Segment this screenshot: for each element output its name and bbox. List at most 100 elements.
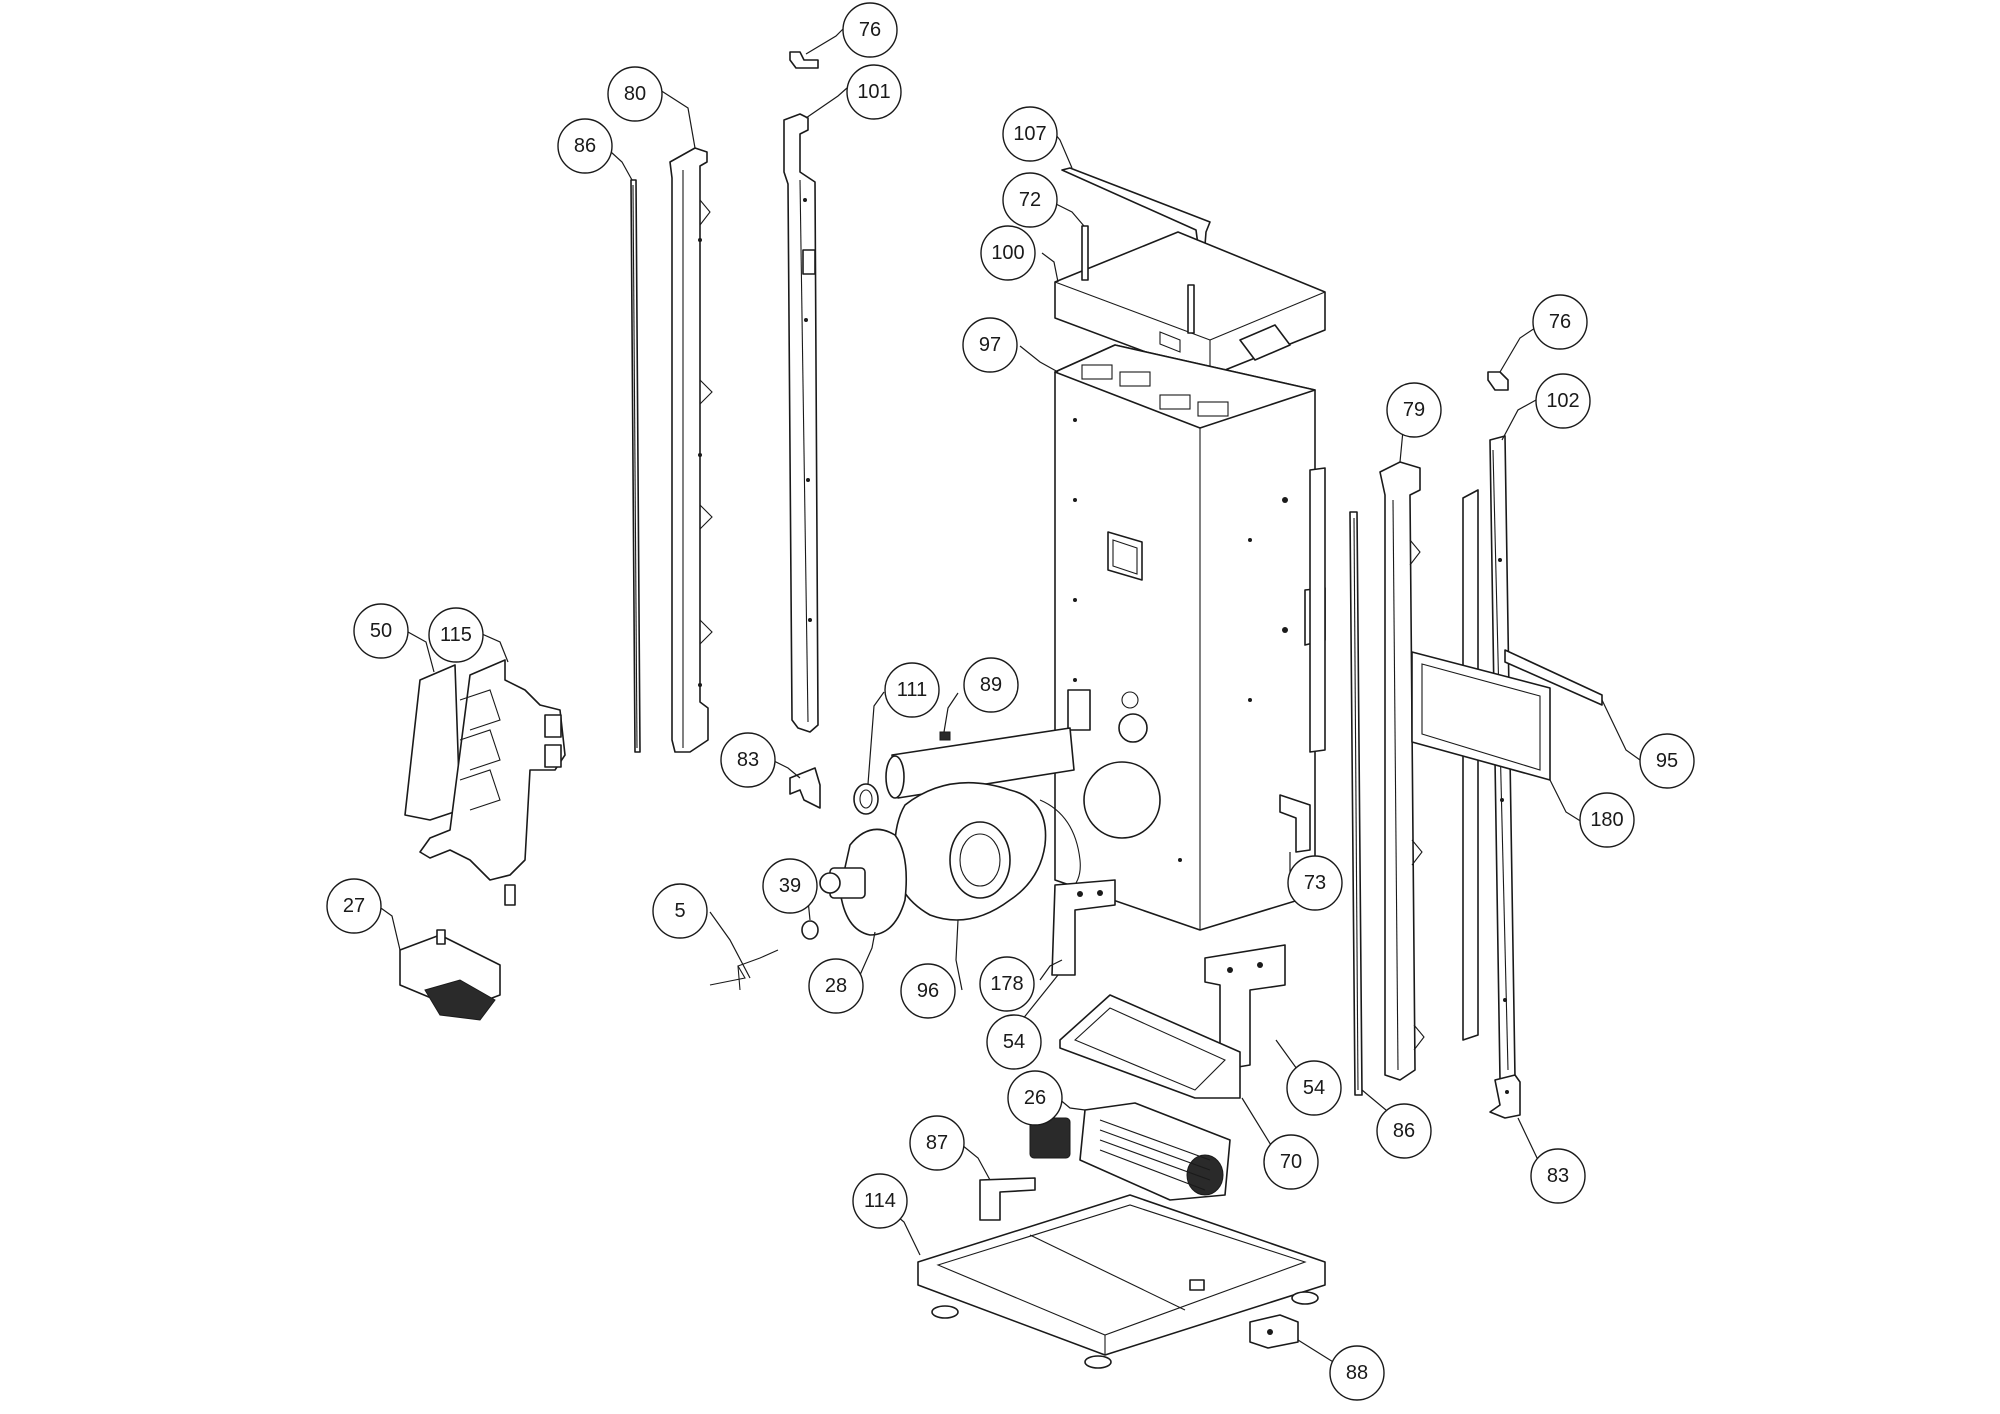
callout-88: 88 [1329, 1345, 1385, 1401]
callout-107: 107 [1002, 106, 1058, 162]
callout-label: 178 [990, 973, 1023, 995]
callout-180: 180 [1579, 792, 1635, 848]
callout-97: 97 [962, 317, 1018, 373]
part-70-tray [1059, 994, 1241, 1099]
part-88-plate [1249, 1314, 1299, 1349]
callout-89: 89 [963, 657, 1019, 713]
callout-102: 102 [1535, 373, 1591, 429]
callout-5: 5 [652, 883, 708, 939]
part-26-blower [1029, 1102, 1231, 1201]
callout-label: 87 [926, 1132, 948, 1154]
part-86-right-rail [1349, 511, 1363, 1096]
callout-label: 54 [1303, 1077, 1325, 1099]
part-111-ring [853, 783, 879, 815]
callout-96: 96 [900, 963, 956, 1019]
part-87-bracket [979, 1177, 1036, 1221]
part-28-motor [819, 828, 908, 936]
callout-label: 96 [917, 980, 939, 1002]
callout-label: 89 [980, 674, 1002, 696]
callout-label: 86 [1393, 1120, 1415, 1142]
part-97-main-cabinet [1054, 344, 1326, 931]
part-96-fan-housing [893, 781, 1081, 921]
callout-label: 28 [825, 975, 847, 997]
callout-label: 180 [1590, 809, 1623, 831]
callout-80: 80 [607, 66, 663, 122]
callout-label: 107 [1013, 123, 1046, 145]
part-83-right-bracket [1489, 1074, 1521, 1119]
callout-70: 70 [1263, 1134, 1319, 1190]
callout-72: 72 [1002, 172, 1058, 228]
callout-39: 39 [762, 858, 818, 914]
callout-label: 27 [343, 895, 365, 917]
callout-label: 88 [1346, 1362, 1368, 1384]
callout-label: 73 [1304, 872, 1326, 894]
part-27-board [399, 929, 501, 1021]
part-54-bracket [1204, 944, 1286, 1071]
part-72-pins [1081, 225, 1195, 334]
callout-100: 100 [980, 225, 1036, 281]
callout-label: 39 [779, 875, 801, 897]
part-86-left-rail [630, 179, 641, 753]
part-50-panel [404, 664, 461, 821]
callout-label: 97 [979, 334, 1001, 356]
callout-79: 79 [1386, 382, 1442, 438]
part-80-left-profile [669, 147, 713, 753]
callout-label: 79 [1403, 399, 1425, 421]
callout-83-left: 83 [720, 732, 776, 788]
callout-label: 76 [859, 19, 881, 41]
part-79-right-profile [1379, 461, 1425, 1081]
callout-95: 95 [1639, 733, 1695, 789]
callout-76: 76 [842, 2, 898, 58]
callout-label: 100 [991, 242, 1024, 264]
callout-54-right: 54 [1286, 1060, 1342, 1116]
part-115-control-frame [419, 659, 566, 906]
callout-label: 76 [1549, 311, 1571, 333]
callout-111: 111 [884, 662, 940, 718]
part-180-crossbar [1411, 651, 1551, 781]
part-83-left-bracket [789, 767, 821, 809]
callout-114: 114 [852, 1173, 908, 1229]
callout-label: 102 [1546, 390, 1579, 412]
callout-label: 54 [1003, 1031, 1025, 1053]
part-107-top-strip [1061, 167, 1211, 246]
callout-73: 73 [1287, 855, 1343, 911]
callout-label: 86 [574, 135, 596, 157]
callout-83-right: 83 [1530, 1148, 1586, 1204]
callout-54-left: 54 [986, 1014, 1042, 1070]
part-114-base-frame [917, 1194, 1326, 1369]
callout-label: 83 [737, 749, 759, 771]
part-95-plate [1504, 649, 1603, 706]
callout-28: 28 [808, 958, 864, 1014]
callout-115: 115 [428, 607, 484, 663]
callout-86-right: 86 [1376, 1103, 1432, 1159]
part-101-center-profile [783, 113, 819, 733]
callout-label: 26 [1024, 1087, 1046, 1109]
part-76-right-clip [1487, 371, 1509, 391]
callout-101: 101 [846, 64, 902, 120]
callout-label: 115 [440, 624, 472, 646]
callout-178: 178 [979, 956, 1035, 1012]
part-89-pipe [885, 727, 1075, 799]
part-5-probe [709, 949, 779, 991]
callout-label: 70 [1280, 1151, 1302, 1173]
part-39-disc [801, 920, 819, 940]
callout-label: 114 [864, 1190, 896, 1212]
callout-86: 86 [557, 118, 613, 174]
callout-50: 50 [353, 603, 409, 659]
callout-label: 95 [1656, 750, 1678, 772]
callout-76-right: 76 [1532, 294, 1588, 350]
part-76-top-clip [789, 51, 819, 69]
part-178-bracket [1051, 879, 1116, 976]
callout-label: 5 [674, 900, 685, 922]
callout-label: 83 [1547, 1165, 1569, 1187]
callout-label: 72 [1019, 189, 1041, 211]
callout-label: 111 [897, 679, 927, 701]
callout-label: 80 [624, 83, 646, 105]
callout-label: 101 [857, 81, 890, 103]
callout-label: 50 [370, 620, 392, 642]
callout-27: 27 [326, 878, 382, 934]
callout-87: 87 [909, 1115, 965, 1171]
callout-26: 26 [1007, 1070, 1063, 1126]
part-73-bracket [1279, 794, 1311, 853]
